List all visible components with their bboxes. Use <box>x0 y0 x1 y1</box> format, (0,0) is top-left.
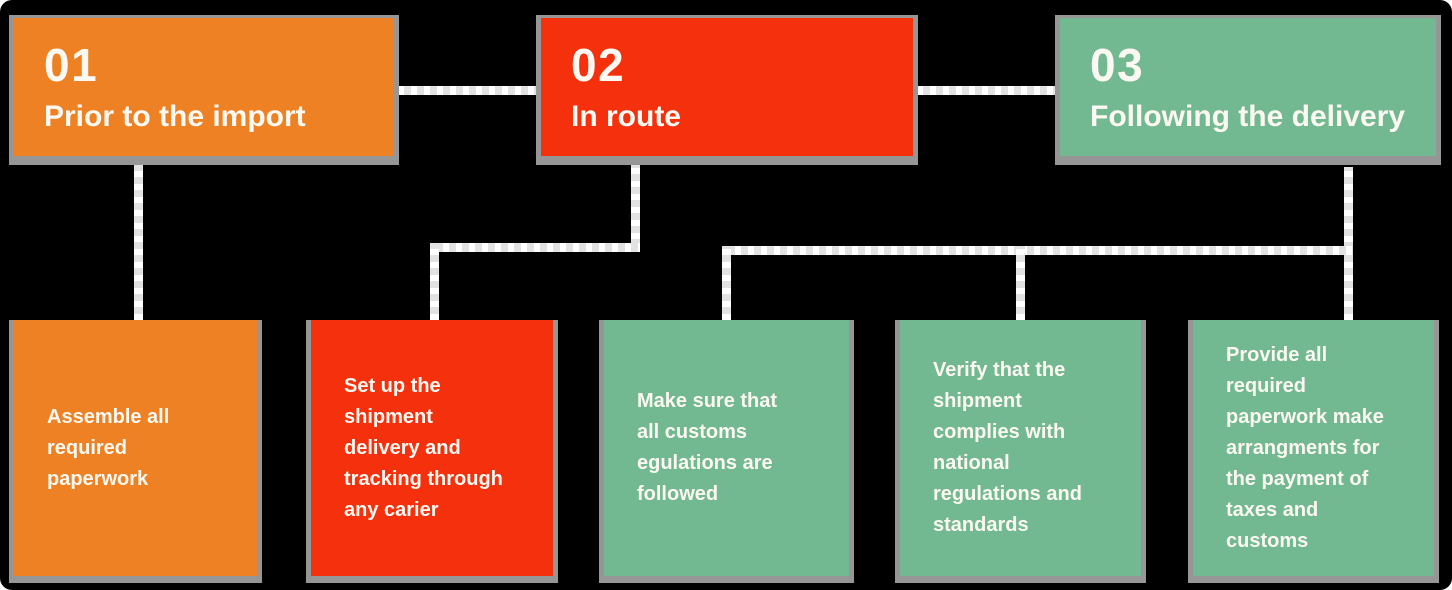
detail-text: Provide all required paperwork make arra… <box>1226 343 1384 552</box>
step-card-3: 03 Following the delivery <box>1055 15 1441 165</box>
detail-text: Verify that the shipment complies with n… <box>933 359 1082 536</box>
connector-step2-detail2 <box>430 243 439 320</box>
step-title: Prior to the import <box>44 100 306 133</box>
connector-step3-detail4 <box>1016 246 1025 320</box>
connector-step2-step3 <box>917 86 1055 95</box>
detail-text: Make sure that all customs egulations ar… <box>637 390 778 505</box>
step-card-1: 01 Prior to the import <box>9 15 399 165</box>
connector-step3-trunk <box>1344 167 1353 320</box>
detail-card-4: Verify that the shipment complies with n… <box>895 320 1146 583</box>
connector-step1-step2 <box>398 86 536 95</box>
step-number: 02 <box>571 39 626 91</box>
step-title: In route <box>571 100 681 133</box>
detail-card-1: Assemble all required paperwork <box>9 320 262 583</box>
detail-card-2: Set up the shipment delivery and trackin… <box>306 320 558 583</box>
detail-card-5: Provide all required paperwork make arra… <box>1188 320 1439 583</box>
connector-step1-detail1 <box>134 165 143 320</box>
detail-text: Set up the shipment delivery and trackin… <box>344 374 503 521</box>
connector-step2-elbow-down <box>631 165 640 252</box>
connector-step3-branch-across <box>722 246 1353 255</box>
step-title: Following the delivery <box>1090 100 1406 133</box>
step-number: 03 <box>1090 39 1145 91</box>
connector-step3-detail3 <box>722 246 731 320</box>
step-card-2: 02 In route <box>536 15 918 165</box>
detail-card-3: Make sure that all customs egulations ar… <box>599 320 854 583</box>
detail-text: Assemble all required paperwork <box>47 405 170 490</box>
step-number: 01 <box>44 39 99 91</box>
connector-step2-elbow-across <box>430 243 640 252</box>
